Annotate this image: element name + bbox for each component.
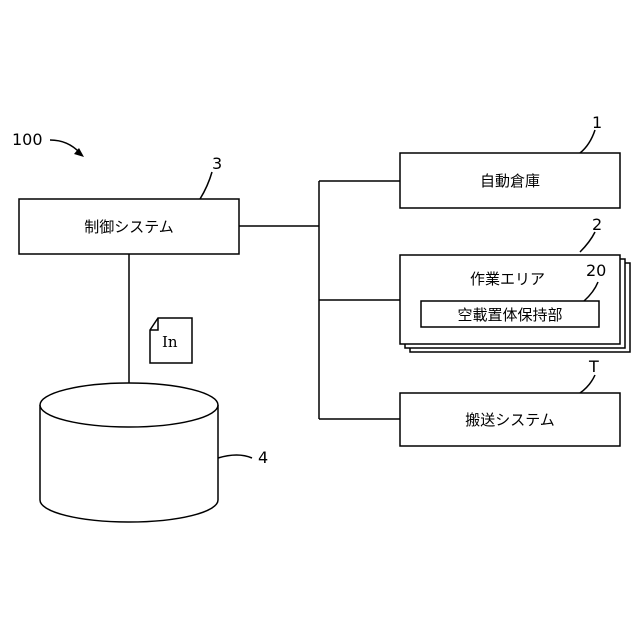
automated-warehouse-leader: [580, 130, 595, 153]
transport-system-ref: T: [588, 357, 599, 376]
automated-warehouse-ref: 1: [592, 113, 602, 132]
system-ref-arrow-line: [50, 140, 80, 153]
transport-system-label: 搬送システム: [465, 411, 555, 429]
control-system-node: 制御システム 3: [19, 154, 239, 254]
database-ref: 4: [258, 448, 268, 467]
database-leader: [218, 455, 252, 458]
document-label: In: [162, 333, 178, 351]
transport-system-leader: [580, 375, 595, 393]
document-icon: In: [150, 318, 192, 363]
transport-system-node: 搬送システム T: [400, 357, 620, 446]
work-area-leader: [580, 232, 595, 252]
control-system-leader: [200, 172, 212, 199]
empty-holder-label: 空載置体保持部: [457, 306, 562, 324]
control-system-label: 制御システム: [84, 218, 174, 236]
empty-holder-ref: 20: [586, 261, 606, 280]
work-area-label: 作業エリア: [470, 270, 545, 288]
automated-warehouse-node: 自動倉庫 1: [400, 113, 620, 208]
automated-warehouse-label: 自動倉庫: [480, 172, 540, 190]
system-reference: 100: [12, 130, 84, 157]
database-node: 4: [40, 383, 268, 522]
system-ref-label: 100: [12, 130, 43, 149]
work-area-ref: 2: [592, 215, 602, 234]
work-area-node: 作業エリア 2 空載置体保持部 20: [400, 215, 630, 352]
control-system-ref: 3: [212, 154, 222, 173]
database-cylinder-top: [40, 383, 218, 427]
